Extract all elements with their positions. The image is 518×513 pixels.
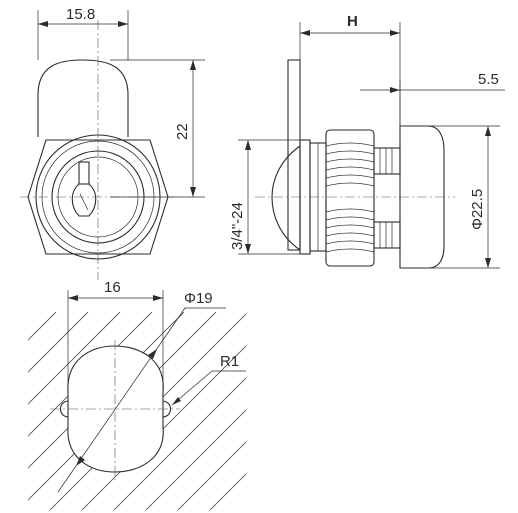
dim-16-arrow-left [68, 295, 78, 301]
cam-tab-outline [37, 59, 129, 137]
dim-15-8-text: 15.8 [66, 6, 95, 23]
dim-h-arrow-left [300, 30, 310, 36]
keyway-bulb [71, 183, 97, 217]
dim-r1-text: R1 [220, 353, 239, 370]
cutout-outline [67, 345, 164, 473]
dim-22-arrow-top [190, 60, 196, 70]
notch-left [59, 400, 69, 418]
dim-19-text: Φ19 [184, 290, 213, 307]
lock-dome [271, 145, 301, 251]
dim-15-8-arrow-left [38, 21, 48, 27]
dim-16-text: 16 [104, 279, 121, 296]
rear-cap [399, 125, 445, 269]
rear-thread-top [379, 148, 393, 174]
threads-top [325, 142, 375, 187]
side-view: H 5.5 Φ22.5 3/4"-24 [229, 13, 505, 269]
dim-22-text: 22 [174, 123, 191, 140]
dim-22-5-arrow-bottom [485, 258, 491, 268]
dim-thread-arrow-bottom [245, 244, 251, 254]
dim-r1-arrow [172, 397, 181, 405]
front-view: 15.8 22 [20, 6, 205, 280]
dim-5-5-text: 5.5 [478, 71, 499, 88]
dim-16-arrow-right [153, 295, 163, 301]
dim-h-text: H [347, 13, 358, 30]
dim-5-5-arrow [390, 87, 400, 93]
dim-h-arrow-right [390, 30, 400, 36]
dim-thread-arrow-top [245, 140, 251, 150]
rear-shaft-bottom [373, 221, 401, 249]
dim-22-arrow-bottom [190, 187, 196, 197]
threads-bottom [325, 208, 375, 253]
keyway-slot [78, 161, 90, 185]
dim-19-arrow-top [148, 349, 157, 359]
rear-shaft-top [373, 147, 401, 175]
dim-15-8-arrow-right [118, 21, 128, 27]
dim-22-5-arrow-top [485, 126, 491, 136]
dim-thread-text: 3/4"-24 [229, 202, 246, 250]
keyway-detail [79, 193, 89, 211]
rear-thread-bottom [379, 222, 393, 248]
panel-cutout-view: 16 Φ19 R1 [28, 279, 246, 510]
dim-19-arrow-bottom [76, 456, 85, 466]
hex-nut-side [325, 129, 375, 267]
dim-22-5-text: Φ22.5 [469, 189, 486, 230]
notch-right [162, 400, 172, 418]
